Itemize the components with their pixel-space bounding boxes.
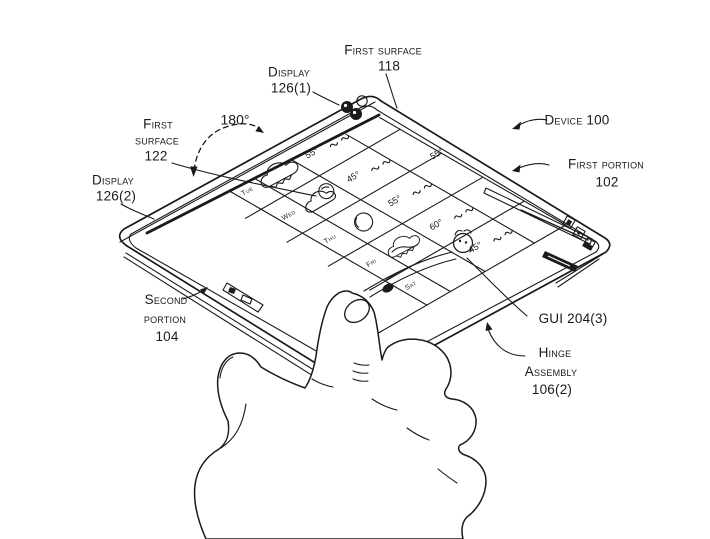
edge-indicator-icon xyxy=(228,287,236,294)
doodle-character xyxy=(363,229,474,298)
camera-lens-icon xyxy=(350,108,362,120)
label-hinge: Hinge xyxy=(539,345,572,360)
gui-temp-label: 60° xyxy=(428,217,445,233)
edge-thickness-line xyxy=(557,258,600,288)
edge-thickness-line xyxy=(125,252,342,388)
hinge-seam-line xyxy=(145,113,381,235)
gui-temp-label: 45° xyxy=(467,239,484,255)
fingernail xyxy=(344,298,370,324)
gui-temp-label: 45° xyxy=(345,169,362,185)
tray-icons xyxy=(562,215,596,251)
gui-day-label: Sat xyxy=(404,280,418,292)
detail-mark xyxy=(382,159,391,165)
detail-mark xyxy=(493,236,502,242)
hinge-slot xyxy=(483,187,593,272)
camera-module xyxy=(341,95,368,120)
gui-day-label: Thu xyxy=(323,233,338,245)
flash-icon xyxy=(356,95,368,107)
edge-slot xyxy=(222,282,264,313)
label-hinge-l2: Assembly xyxy=(525,364,577,379)
detail-mark xyxy=(454,213,463,220)
detail-mark xyxy=(341,135,350,141)
detail-mark xyxy=(329,142,338,148)
label-second-portion-l2: portion xyxy=(144,311,186,326)
label-first-surface-118-num: 118 xyxy=(378,59,400,74)
label-second-portion-num: 104 xyxy=(155,329,178,344)
gui-temp2-label: 55° xyxy=(428,146,445,162)
forecast-grid-lines xyxy=(229,117,567,347)
hand-outline xyxy=(193,290,487,539)
label-second-portion: Second xyxy=(145,292,188,307)
second-portion-strip-line xyxy=(119,101,376,243)
label-first-portion-num: 102 xyxy=(595,175,618,190)
detail-mark xyxy=(423,183,432,189)
label-first-portion: First portion xyxy=(568,157,644,172)
device-body xyxy=(118,95,611,392)
angle-arc xyxy=(193,123,261,171)
label-first-surface-122-l2: surface xyxy=(135,133,179,148)
label-first-surface-122: First xyxy=(143,117,173,132)
label-angle-180: 180° xyxy=(221,112,250,128)
label-display-1: Display xyxy=(268,65,310,80)
label-display-2-num: 126(2) xyxy=(96,189,136,204)
detail-mark xyxy=(412,190,421,196)
edge-thickness-line xyxy=(123,256,338,392)
label-display-2: Display xyxy=(92,173,134,188)
label-hinge-num: 106(2) xyxy=(532,382,572,397)
bezel-inner-outline xyxy=(128,105,600,376)
label-gui: GUI 204(3) xyxy=(539,311,608,326)
gui-day-label: Fri xyxy=(365,258,378,269)
detail-mark xyxy=(465,207,474,213)
hand xyxy=(193,290,487,539)
label-device-100: Device 100 xyxy=(544,113,609,128)
gui-temp-label: 55° xyxy=(386,193,403,209)
detail-mark xyxy=(371,166,380,172)
gui-day-label: Wed xyxy=(281,209,297,222)
label-first-surface-118: First surface xyxy=(344,43,422,58)
finger-creases xyxy=(219,356,458,484)
edge-indicator-icon xyxy=(240,294,253,305)
lens-highlight xyxy=(343,103,348,108)
detail-mark xyxy=(504,230,513,236)
lens-highlight xyxy=(352,110,357,115)
camera-lens-icon xyxy=(341,101,353,113)
leader-lines xyxy=(120,73,550,357)
sun-cloud-icon xyxy=(298,180,339,215)
gui-day-label: Tue xyxy=(240,185,254,197)
edge-thickness-line xyxy=(555,253,604,284)
sun-icon xyxy=(350,209,377,235)
label-first-surface-122-num: 122 xyxy=(144,149,167,164)
reference-labels: First surface 118 Display 126(1) First s… xyxy=(92,43,644,398)
device-outline xyxy=(118,95,611,387)
label-display-1-num: 126(1) xyxy=(271,81,311,96)
